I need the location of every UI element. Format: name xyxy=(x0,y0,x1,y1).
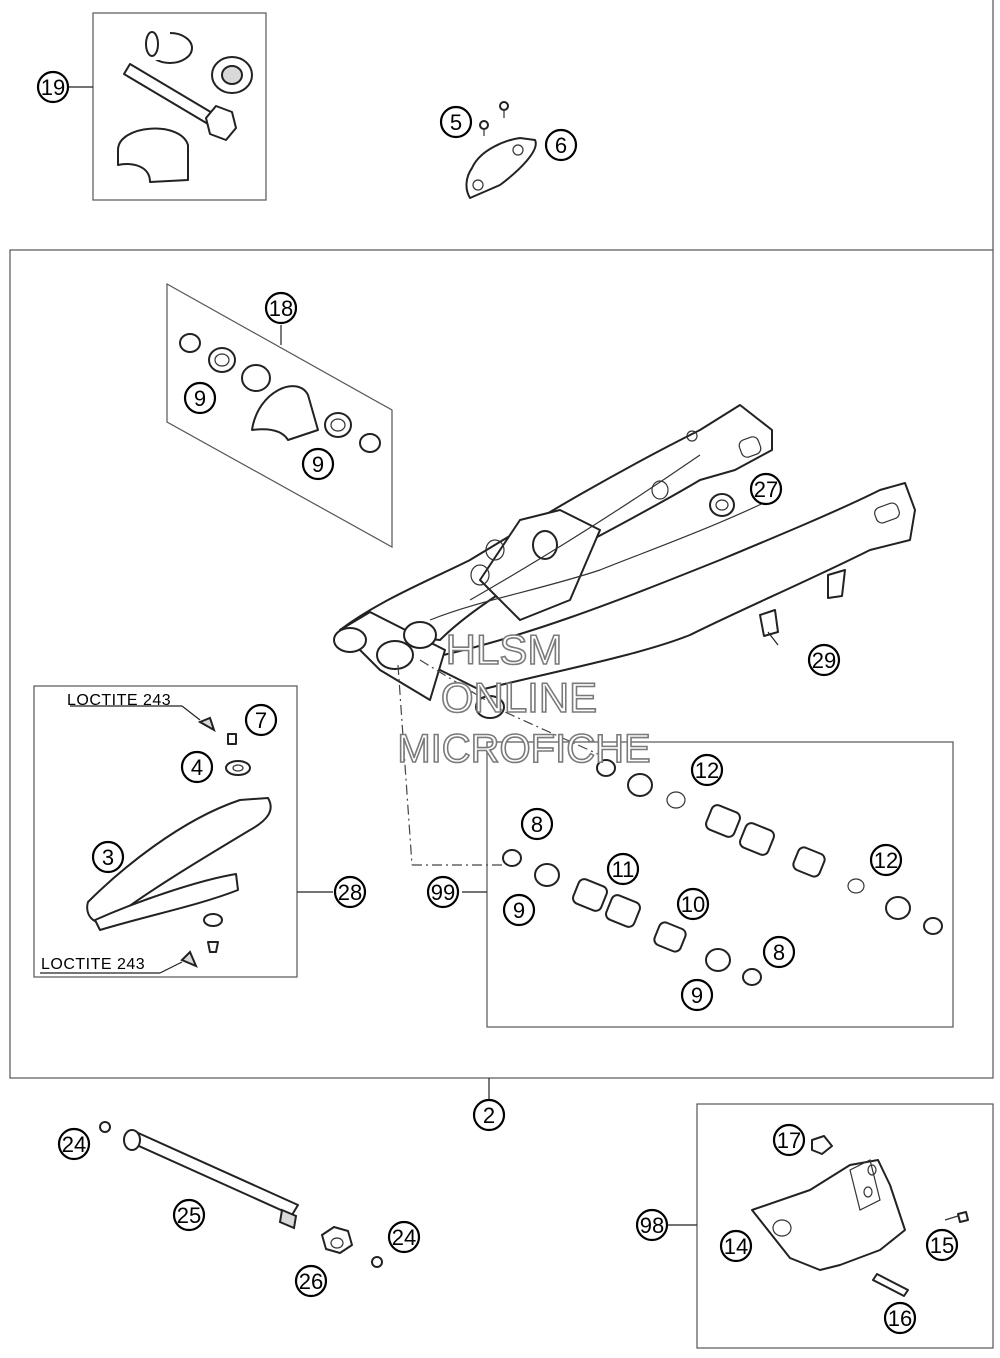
svg-text:98: 98 xyxy=(640,1213,664,1238)
swingarm-axle-parts xyxy=(99,1121,383,1268)
svg-text:99: 99 xyxy=(431,880,455,905)
callout-9: 9 xyxy=(680,978,714,1012)
callout-19: 19 xyxy=(36,70,70,104)
svg-text:10: 10 xyxy=(681,892,705,917)
watermark: HLSM ONLINE MICROFICHE xyxy=(397,625,652,772)
svg-text:9: 9 xyxy=(513,898,525,923)
svg-text:12: 12 xyxy=(874,848,898,873)
svg-text:3: 3 xyxy=(102,845,114,870)
clip-parts-5-6 xyxy=(465,101,537,199)
callout-27: 27 xyxy=(749,472,783,506)
kit-18-box xyxy=(166,282,393,549)
svg-text:15: 15 xyxy=(930,1233,954,1258)
callout-98: 98 xyxy=(635,1208,669,1242)
kit-98-box xyxy=(668,1103,994,1349)
callout-26: 26 xyxy=(294,1264,328,1298)
svg-text:25: 25 xyxy=(177,1203,201,1228)
watermark-line-3: MICROFICHE xyxy=(397,727,650,771)
svg-text:19: 19 xyxy=(41,75,65,100)
callout-17: 17 xyxy=(772,1123,806,1157)
callout-16: 16 xyxy=(883,1301,917,1335)
svg-text:29: 29 xyxy=(812,648,836,673)
svg-text:14: 14 xyxy=(724,1234,748,1259)
callout-29: 29 xyxy=(807,643,841,677)
loctite-note-bottom: LOCTITE 243 xyxy=(41,956,145,973)
svg-text:6: 6 xyxy=(555,133,567,158)
callout-10: 10 xyxy=(676,887,710,921)
callout-99: 99 xyxy=(426,875,460,909)
frame-lines xyxy=(9,0,994,1100)
svg-text:9: 9 xyxy=(194,386,206,411)
svg-text:2: 2 xyxy=(483,1103,495,1128)
callout-9: 9 xyxy=(502,893,536,927)
svg-text:8: 8 xyxy=(531,812,543,837)
swingarm-assembly-box xyxy=(9,249,994,1079)
svg-text:16: 16 xyxy=(888,1306,912,1331)
callout-25: 25 xyxy=(172,1198,206,1232)
callout-5: 5 xyxy=(439,105,473,139)
svg-text:24: 24 xyxy=(62,1132,86,1157)
callout-3: 3 xyxy=(91,840,125,874)
swingarm-body xyxy=(333,404,916,719)
callout-7: 7 xyxy=(244,703,278,737)
callout-6: 6 xyxy=(544,128,578,162)
callout-2: 2 xyxy=(472,1098,506,1132)
svg-text:8: 8 xyxy=(773,940,785,965)
callout-24: 24 xyxy=(57,1127,91,1161)
callout-28: 28 xyxy=(333,875,367,909)
callout-8: 8 xyxy=(520,807,554,841)
watermark-line-1: HLSM xyxy=(446,626,563,673)
svg-text:28: 28 xyxy=(338,880,362,905)
callout-12: 12 xyxy=(869,843,903,877)
callout-8: 8 xyxy=(762,935,796,969)
svg-text:18: 18 xyxy=(269,296,293,321)
svg-text:12: 12 xyxy=(695,758,719,783)
callout-9: 9 xyxy=(183,381,217,415)
callout-18: 18 xyxy=(264,291,298,325)
kit-19-box xyxy=(68,12,267,201)
callout-4: 4 xyxy=(180,750,214,784)
kit-28-box xyxy=(33,685,333,978)
svg-text:17: 17 xyxy=(777,1128,801,1153)
svg-text:11: 11 xyxy=(612,857,635,882)
svg-text:9: 9 xyxy=(691,983,703,1008)
callouts: 19 5 6 18 9 9 27 29 7 4 3 28 12 8 11 12 … xyxy=(36,70,959,1335)
callout-12: 12 xyxy=(690,753,724,787)
svg-text:5: 5 xyxy=(450,110,462,135)
callout-9: 9 xyxy=(301,447,335,481)
svg-text:24: 24 xyxy=(392,1225,416,1250)
callout-15: 15 xyxy=(925,1228,959,1262)
callout-11: 11 xyxy=(606,852,640,886)
svg-text:9: 9 xyxy=(312,452,324,477)
svg-text:4: 4 xyxy=(191,755,203,780)
loctite-note-top: LOCTITE 243 xyxy=(67,692,171,709)
kit-99-box xyxy=(462,741,954,1028)
callout-14: 14 xyxy=(719,1229,753,1263)
watermark-line-2: ONLINE xyxy=(441,674,597,721)
svg-text:7: 7 xyxy=(255,708,267,733)
svg-text:26: 26 xyxy=(299,1269,323,1294)
svg-text:27: 27 xyxy=(754,477,778,502)
callout-24: 24 xyxy=(387,1220,421,1254)
ring-27-part xyxy=(709,493,735,517)
